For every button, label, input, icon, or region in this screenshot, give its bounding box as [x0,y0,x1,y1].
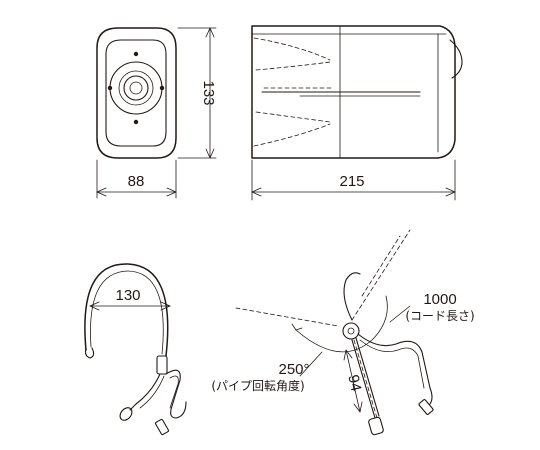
side-rear-knob [449,39,463,79]
gooseneck-left [351,339,376,419]
mic-capsule [119,407,133,421]
arm-mic-cord-2 [359,339,425,389]
mic-boom [129,373,161,411]
mic-cord-loop [165,369,187,419]
arm-mic-head [368,416,384,436]
side-hidden-upper [253,37,331,61]
headband-inner-arc [90,270,164,355]
front-speaker-center [129,81,143,95]
arm-mic [235,229,434,436]
side-body-outline [251,25,456,159]
front-width-dimension [96,159,177,199]
front-screw-right [159,85,165,91]
cord-length-label: (コード長さ) [405,309,474,323]
front-width-label: 88 [128,173,145,190]
headband-end-left [84,347,95,359]
mic-cord-loop-2 [169,375,179,409]
rotation-label: (パイプ回転角度) [211,378,304,393]
cord-length-value: 1000 [423,291,456,308]
front-screw-bottom [133,119,139,125]
headband-width-label: 130 [115,287,140,304]
front-height-label: 133 [200,80,217,105]
headband-outer-arc [84,263,169,357]
arm-length-label: 94 [344,373,364,393]
rotation-guide-left [235,307,339,327]
front-mid-ring [118,70,154,106]
hanger-hook [343,272,361,321]
front-screw-top [133,51,139,57]
side-hidden-upper-2 [255,61,331,71]
mic-boom-inner [139,375,165,409]
mic-clip [156,355,168,375]
mic-plug [155,418,169,436]
front-inner-panel [105,39,167,147]
front-screw-left [107,85,113,91]
front-outer-ring [109,61,163,115]
side-hidden-lower-2 [253,123,331,147]
swivel-joint-inner [347,327,355,335]
side-view [251,25,463,159]
rotation-value: 250° [278,361,309,378]
arm-mic-cord [357,333,433,405]
rotation-guide-right [351,229,411,321]
cord-leader [389,305,411,323]
swivel-joint [342,322,360,340]
rotation-guide-right-2 [361,235,401,297]
front-height-dimension [177,27,217,159]
headband-mic [84,263,187,436]
arm-mic-plug [418,399,434,415]
front-outer-body [96,27,177,159]
headband-width-dimension [89,301,171,311]
front-speaker-cone [123,75,149,101]
rotation-arc [295,295,388,353]
rotation-leader [299,351,323,377]
side-length-label: 215 [339,173,364,190]
side-hidden-lower [255,111,331,123]
side-length-dimension [251,159,456,201]
gooseneck-right [355,337,380,417]
front-view [96,27,177,159]
arm-length-dimension [343,349,363,413]
